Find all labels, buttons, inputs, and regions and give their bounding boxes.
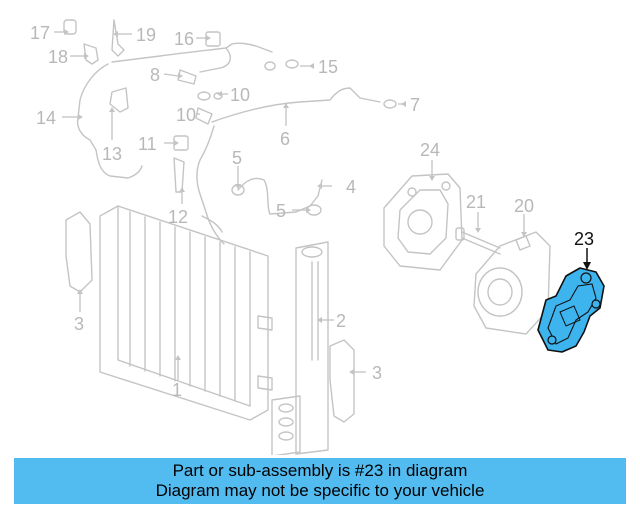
callout-6: 5 [232, 148, 242, 168]
refrigerant-lines [76, 42, 381, 361]
banner-line-2: Diagram may not be specific to your vehi… [155, 481, 485, 500]
callout-19: 18 [48, 47, 68, 67]
callout-23: 23 [574, 229, 594, 249]
callout-17: 16 [174, 29, 194, 49]
callout-21: 20 [514, 196, 534, 216]
callout-12: 11 [138, 134, 157, 154]
callout-24: 24 [420, 140, 440, 160]
callout-7: 6 [280, 129, 290, 149]
bolt [455, 227, 501, 255]
callout-1: 1 [172, 380, 182, 400]
banner-line-1: Part or sub-assembly is #23 in diagram [172, 461, 468, 480]
callout-11: 10 [176, 105, 196, 125]
parts-diagram: 17 18 19 16 8 10 10 11 13 14 15 7 6 5 4 … [30, 19, 605, 455]
callout-3-right: 3 [372, 363, 382, 383]
condenser-brackets [65, 211, 355, 423]
info-banner: Part or sub-assembly is #23 in diagram D… [14, 458, 626, 504]
callout-labels: 17 18 19 16 8 10 10 11 13 14 15 7 6 5 4 … [30, 23, 594, 400]
callout-8: 7 [410, 95, 420, 115]
compressor-housing [383, 173, 463, 271]
receiver-drier [271, 241, 329, 455]
callout-4: 4 [346, 177, 356, 197]
callout-16: 15 [318, 57, 338, 77]
callout-2: 2 [336, 311, 346, 331]
leader-arrowheads [64, 29, 527, 375]
callout-18: 17 [30, 23, 50, 43]
callout-22: 21 [466, 192, 486, 212]
callout-20: 19 [136, 25, 156, 45]
callout-5: 5 [276, 201, 286, 221]
callout-10: 10 [230, 85, 250, 105]
callout-15: 14 [36, 108, 56, 128]
callout-13: 12 [168, 207, 188, 227]
leader-lines [54, 31, 591, 380]
callout-14: 13 [102, 144, 122, 164]
highlighted-part-23 [537, 267, 605, 353]
condenser [99, 205, 273, 421]
callout-3-left: 3 [74, 314, 84, 334]
callout-9: 8 [150, 65, 160, 85]
